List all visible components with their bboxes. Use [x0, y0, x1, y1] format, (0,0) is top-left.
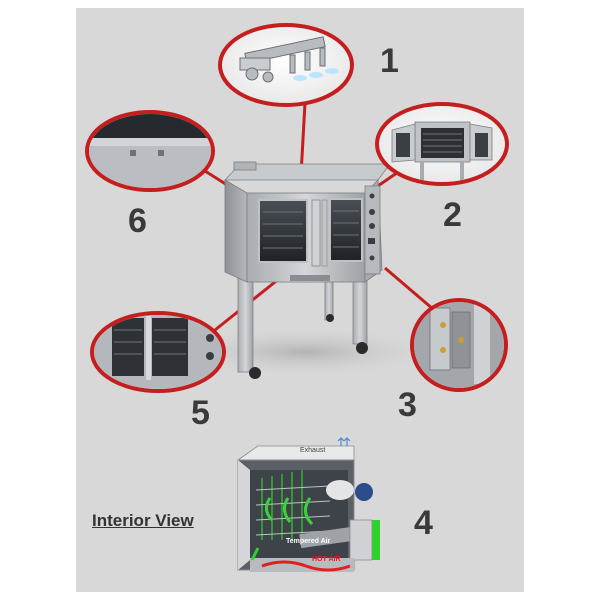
- control-knobs: [368, 193, 375, 261]
- callout-number-5: 5: [191, 394, 210, 432]
- callout-number-3: 3: [398, 386, 417, 424]
- callout-number-6: 6: [128, 202, 147, 240]
- interior-view-title: Interior View: [92, 511, 194, 530]
- callout-bubble-6: [85, 110, 215, 192]
- callout-number-4: 4: [414, 504, 433, 542]
- callout-bubble-3: [410, 298, 508, 392]
- hot-air-label: HOT AIR: [312, 556, 341, 563]
- callout-bubble-5: [90, 311, 226, 393]
- tempered-air-label: Tempered Air: [286, 538, 331, 545]
- interior-cutaway: [236, 437, 380, 572]
- callout-number-1: 1: [380, 42, 399, 80]
- exhaust-label: Exhaust: [300, 447, 326, 454]
- oven-shadow: [165, 326, 445, 378]
- callout-bubble-1: [218, 23, 354, 107]
- oven-doors: [258, 198, 363, 267]
- oven-legs: [237, 275, 368, 373]
- brand-plate: [290, 275, 330, 281]
- callout-number-2: 2: [443, 196, 462, 234]
- oven-casters: [249, 314, 368, 379]
- callout-bubble-2: [375, 102, 509, 186]
